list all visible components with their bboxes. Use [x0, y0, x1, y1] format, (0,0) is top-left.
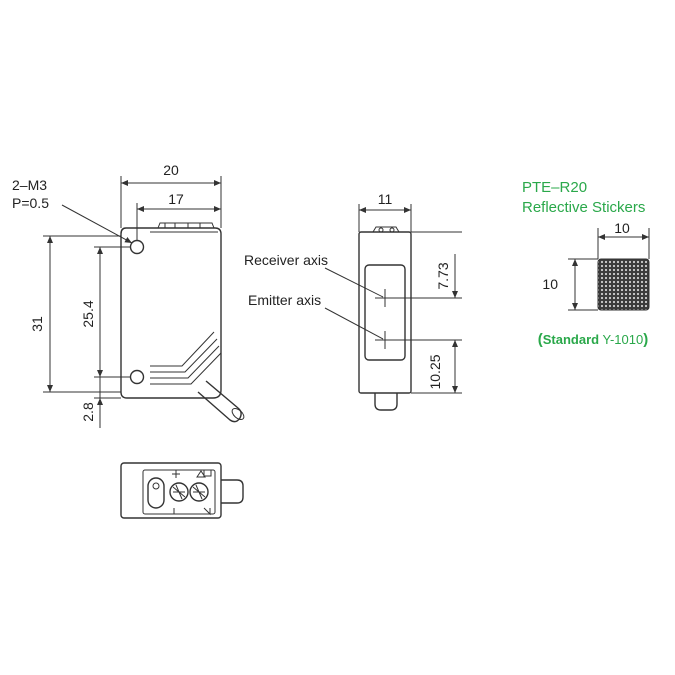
bottom-control-panel [142, 469, 216, 515]
indicator-slot [147, 477, 165, 509]
sensitivity-dial-marks [172, 484, 186, 500]
upper-mounting-hole [129, 239, 145, 255]
sensitivity-dial [169, 482, 189, 502]
side-top-pin-left [378, 227, 384, 233]
side-view: 11 7.73 10.25 Receiver axis Emitter axis [244, 191, 462, 411]
grip-lines [150, 331, 222, 385]
plus-icon [172, 470, 180, 478]
mode-dial-marks [192, 484, 206, 500]
pitch-label: P=0.5 [12, 195, 49, 211]
sticker-width-label: 10 [614, 220, 630, 236]
sticker-section: PTE–R20 Reflective Stickers 10 10 (Stand… [522, 179, 650, 348]
sticker-standard-note: (Standard Y-1010) [538, 331, 648, 348]
offset-2-8-label: 2.8 [80, 402, 96, 422]
height-31-label: 31 [29, 316, 45, 332]
side-body-outline [358, 231, 412, 394]
reflective-sticker-sample [597, 258, 650, 311]
mode-dial [189, 482, 209, 502]
side-cable-stub [374, 393, 398, 411]
width-11-label: 11 [378, 191, 393, 207]
front-top-ridge [157, 222, 215, 229]
height-25-4-label: 25.4 [80, 300, 96, 327]
width-20-label: 20 [163, 162, 179, 178]
front-top-ridge-marks [164, 223, 201, 228]
emitter-axis-label: Emitter axis [248, 292, 321, 308]
bottom-view [120, 462, 244, 519]
receiver-leader-line [324, 267, 384, 298]
sticker-height-extensions [568, 258, 598, 311]
emitter-leader-line [324, 307, 384, 340]
thread-label: 2–M3 [12, 177, 47, 193]
offset-10-25-label: 10.25 [427, 354, 443, 389]
width-17-label: 17 [168, 191, 184, 207]
receiver-axis-label: Receiver axis [244, 252, 328, 268]
sticker-height-label: 10 [542, 276, 558, 292]
front-body-outline [120, 227, 222, 399]
side-top-cap [372, 226, 400, 233]
standard-open-paren: ( [538, 331, 543, 348]
lens-window [364, 264, 406, 361]
standard-word: Standard [543, 332, 599, 347]
height-31-extensions [43, 235, 121, 393]
corner-arrow-icon [203, 507, 211, 516]
sticker-subtitle: Reflective Stickers [522, 199, 645, 216]
front-cable [197, 380, 242, 423]
bottom-cable-stub [221, 479, 244, 504]
standard-model: Y-1010 [599, 332, 643, 347]
bottom-body-outline [120, 462, 222, 519]
front-view: 20 17 31 25.4 2.8 2–M3 P=0.5 [12, 162, 245, 428]
standard-close-paren: ) [643, 331, 648, 348]
mode-indicator-icon [203, 469, 212, 477]
emitter-axis-mark [375, 331, 395, 349]
side-right-extensions [395, 231, 462, 394]
indicator-led [152, 482, 160, 490]
offset-7-73-label: 7.73 [435, 262, 451, 289]
width-11-extensions [358, 204, 412, 232]
receiver-axis-mark [375, 289, 395, 307]
lower-mounting-hole [129, 369, 145, 385]
side-top-pin-right [389, 227, 395, 233]
triangle-up-icon [196, 470, 206, 478]
cable-end [231, 407, 245, 421]
sticker-width-extensions [597, 228, 650, 259]
thread-leader-line [61, 204, 133, 244]
sticker-model-title: PTE–R20 [522, 179, 587, 196]
